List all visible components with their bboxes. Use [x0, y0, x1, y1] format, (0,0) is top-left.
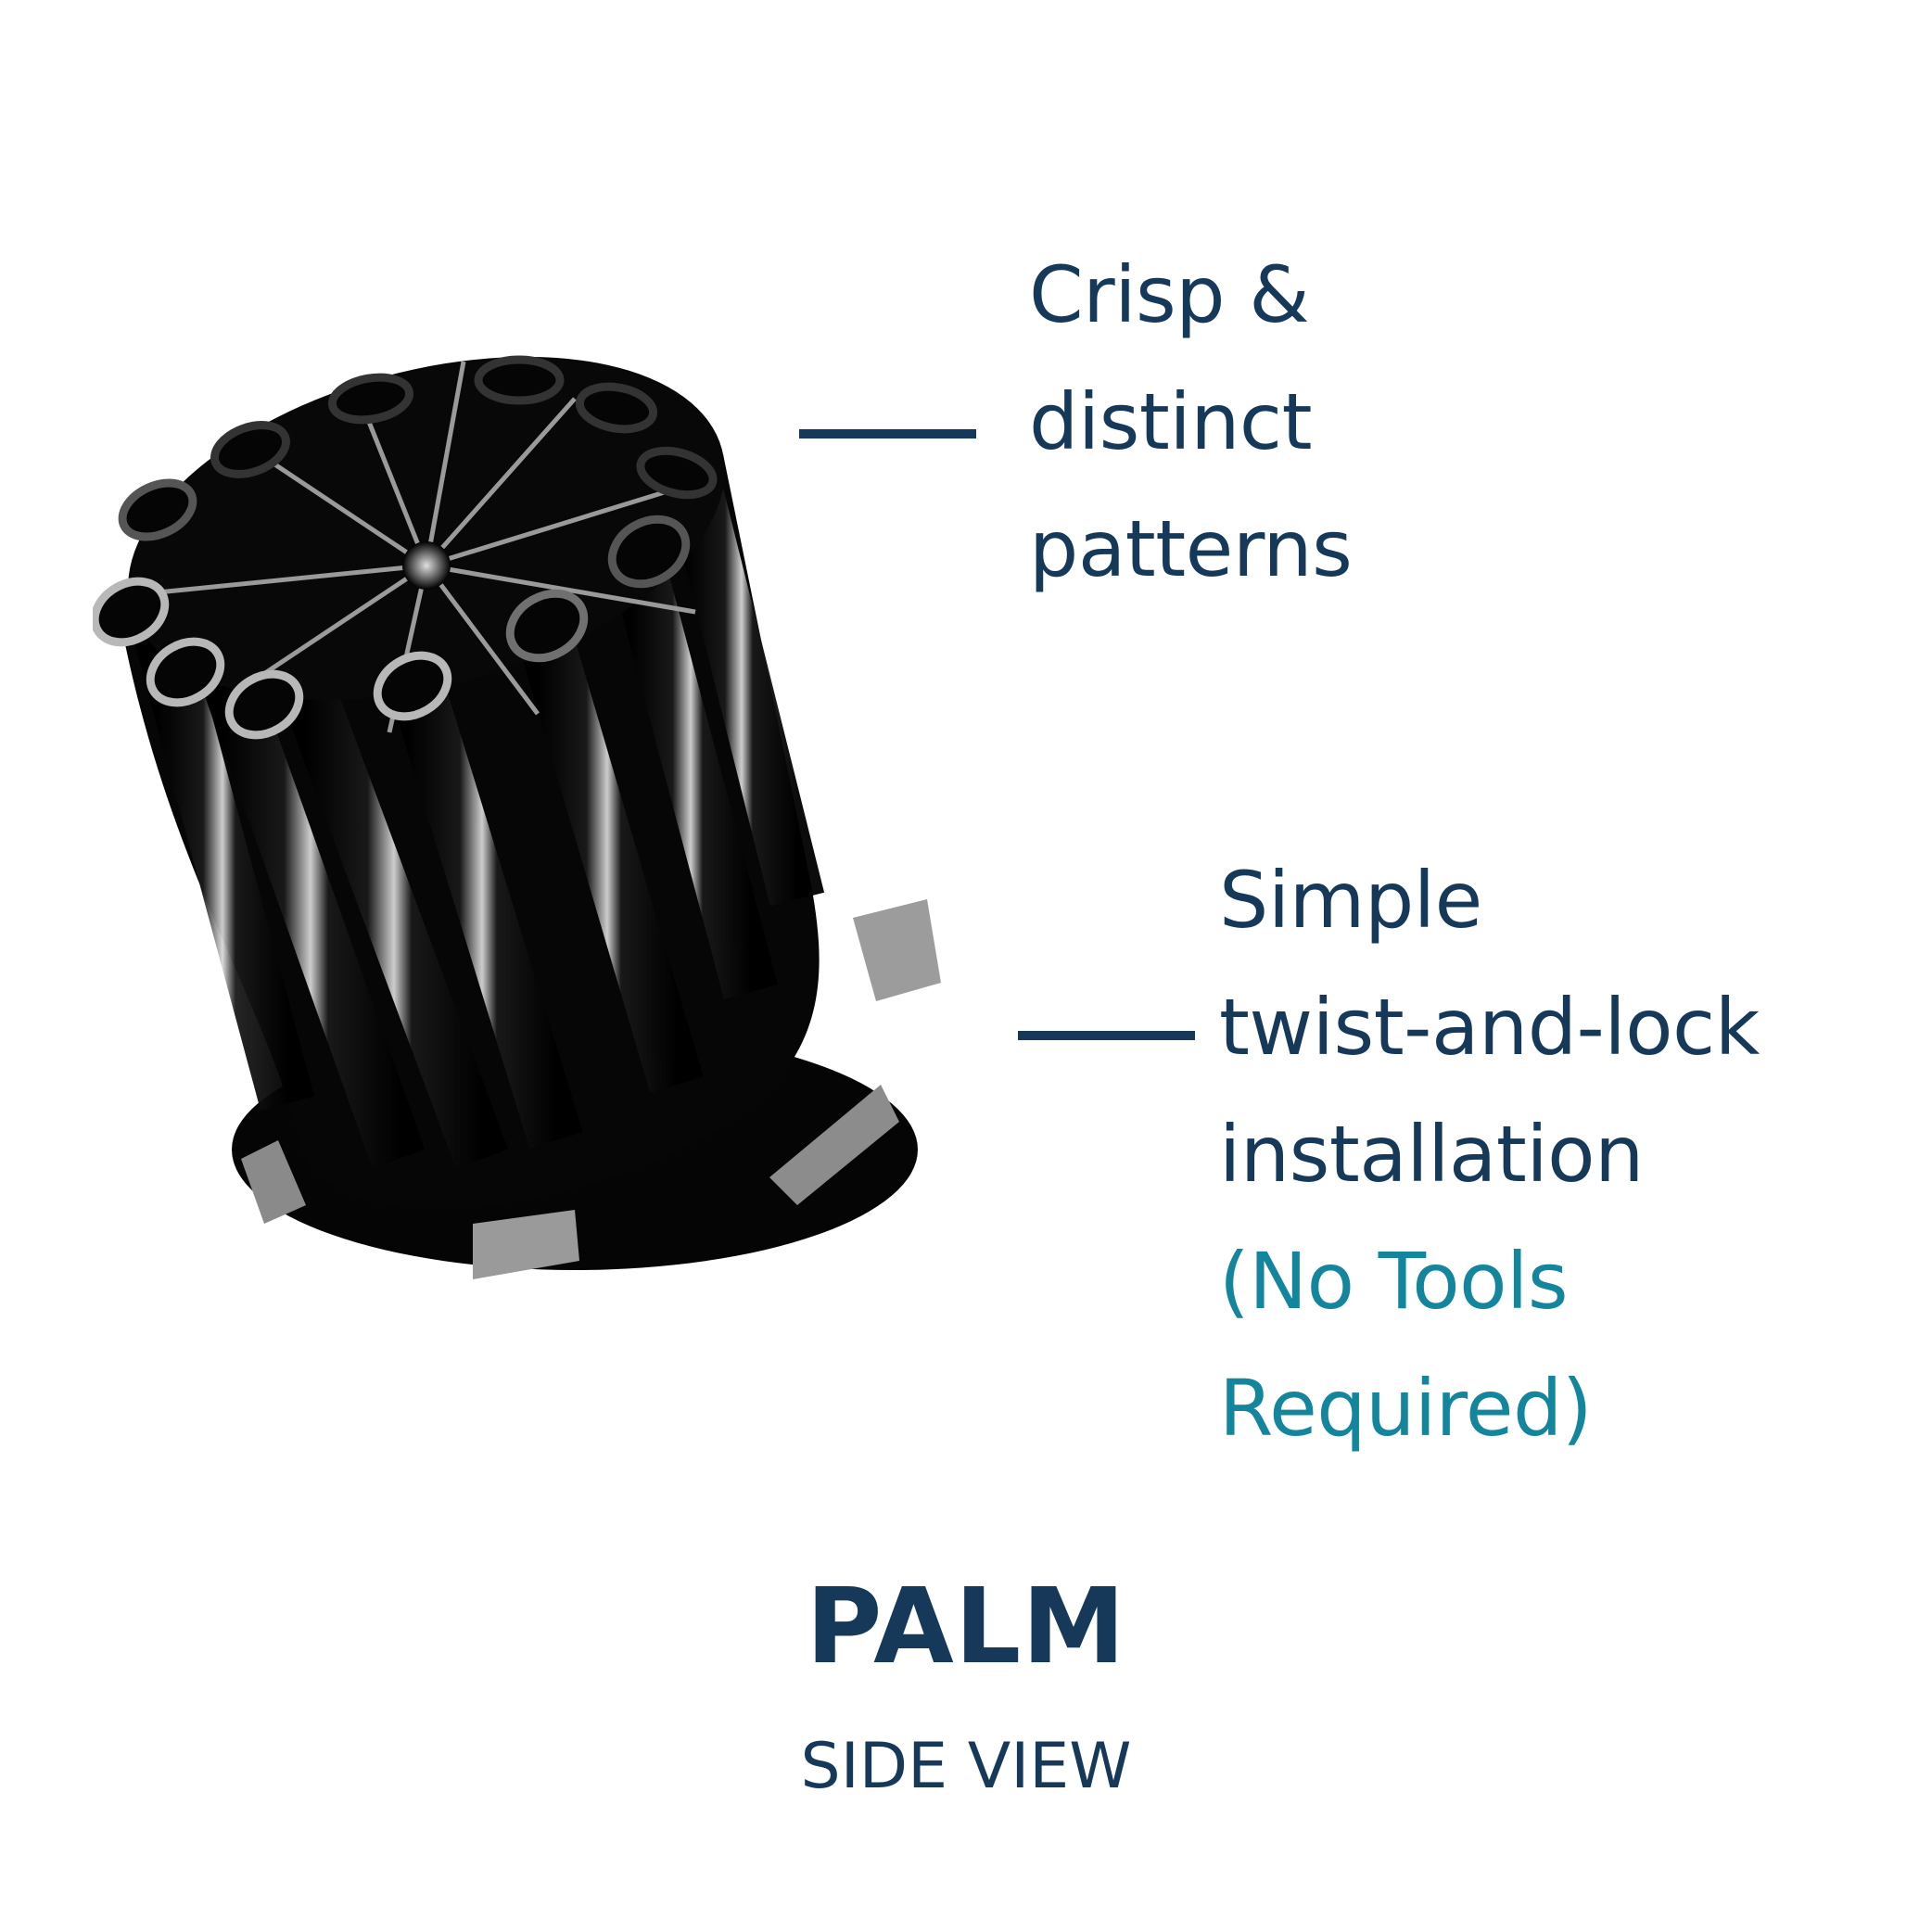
callout-patterns: Crisp & distinct patterns: [1029, 232, 1353, 613]
callout-text-line: twist-and-lock: [1219, 982, 1760, 1073]
callout-text-line: Crisp &: [1029, 249, 1310, 340]
callout-text-line: distinct: [1029, 376, 1313, 467]
callout-text-line: installation: [1219, 1109, 1644, 1200]
callout-installation: Simple twist-and-lock installation (No T…: [1219, 837, 1760, 1472]
callout-text-line: patterns: [1029, 503, 1353, 594]
callout-note-line: Required): [1219, 1363, 1593, 1454]
callout-connector-line: [1018, 1031, 1195, 1040]
callout-text-line: Simple: [1219, 855, 1482, 946]
callout-note-line: (No Tools: [1219, 1236, 1569, 1327]
product-title: PALM: [806, 1567, 1126, 1687]
view-label: SIDE VIEW: [800, 1730, 1132, 1803]
product-image: [90, 343, 973, 1326]
callout-connector-line: [799, 429, 976, 439]
